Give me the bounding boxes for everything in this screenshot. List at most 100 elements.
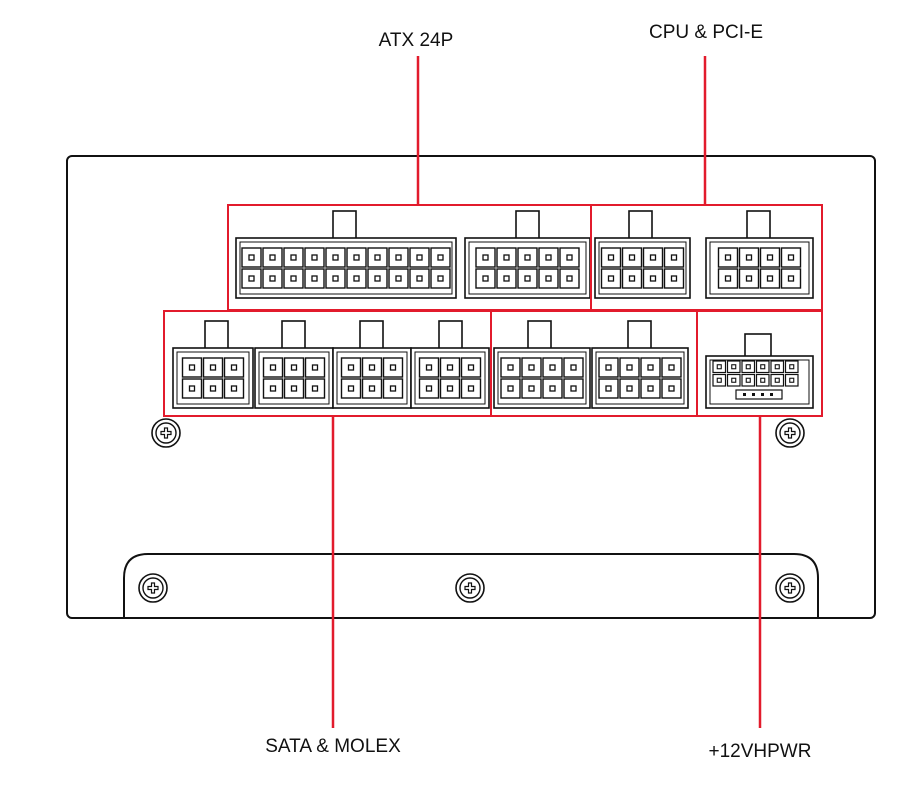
connector-body: [594, 237, 691, 299]
connector-body: [254, 347, 334, 409]
connector-latch: [628, 210, 653, 241]
pin-square: [416, 275, 423, 282]
pin-square: [269, 254, 276, 261]
connector-latch: [746, 210, 771, 241]
pin-square: [724, 275, 732, 282]
pin-square: [290, 385, 298, 392]
connector-body: [705, 237, 814, 299]
connector-latch: [627, 320, 652, 351]
pin-square: [716, 377, 722, 383]
pin-square: [425, 385, 433, 392]
pin-square: [774, 377, 780, 383]
pin-square: [528, 385, 535, 392]
connector-latch: [744, 333, 772, 359]
pin-square: [745, 364, 751, 370]
connector-latch: [359, 320, 384, 351]
connector-inner: [497, 351, 587, 405]
connector-group: [172, 210, 814, 409]
pin-square: [566, 254, 573, 261]
pin-square: [290, 254, 297, 261]
pin-square: [626, 364, 633, 371]
pin-square: [774, 364, 780, 370]
sense-pin: [770, 393, 773, 396]
pin-square: [745, 254, 753, 261]
pin-square: [628, 254, 636, 261]
pin-square: [230, 364, 238, 371]
pin-square: [649, 275, 657, 282]
pin-square: [566, 275, 573, 282]
pin-square: [724, 254, 732, 261]
pin-square: [745, 377, 751, 383]
pin-square: [605, 364, 612, 371]
pin-square: [248, 275, 255, 282]
pin-square: [347, 385, 355, 392]
connector-inner: [595, 351, 685, 405]
pin-square: [570, 385, 577, 392]
mounting-bracket: [123, 553, 819, 617]
sense-pin-block: [735, 389, 783, 400]
connector-body: [332, 347, 412, 409]
pin-square: [332, 254, 339, 261]
pin-square: [549, 364, 556, 371]
sata-molex-label: SATA & MOLEX: [265, 736, 401, 757]
connector-body: [410, 347, 490, 409]
sata-molex-socket-4: [410, 320, 490, 409]
connector-inner: [176, 351, 250, 405]
pin-square: [368, 385, 376, 392]
pin-square: [188, 385, 196, 392]
pcie-socket-3: [493, 320, 591, 409]
connector-latch: [438, 320, 463, 351]
pin-square: [668, 385, 675, 392]
pin-square: [347, 364, 355, 371]
connector-body: [464, 237, 591, 299]
pin-square: [269, 275, 276, 282]
cpu-pcie-label: CPU & PCI-E: [649, 22, 763, 43]
pin-square: [670, 254, 678, 261]
connector-latch: [527, 320, 552, 351]
sense-pin: [743, 393, 746, 396]
pin-square: [668, 364, 675, 371]
pin-square: [269, 385, 277, 392]
highlight-boxes: [163, 204, 823, 417]
pin-square: [188, 364, 196, 371]
connector-body: [235, 237, 457, 299]
pin-square: [716, 364, 722, 370]
pin-square: [332, 275, 339, 282]
connector-inner: [239, 241, 453, 295]
pin-square: [374, 275, 381, 282]
pin-square: [766, 275, 774, 282]
pin-square: [290, 275, 297, 282]
pin-square: [570, 364, 577, 371]
connector-body: [172, 347, 254, 409]
pin-square: [209, 385, 217, 392]
pin-square: [467, 385, 475, 392]
pin-square: [230, 385, 238, 392]
pin-square: [605, 385, 612, 392]
connector-inner: [709, 359, 810, 405]
pin-square: [647, 385, 654, 392]
pin-square: [507, 364, 514, 371]
pin-square: [766, 254, 774, 261]
pin-square: [503, 254, 510, 261]
sense-pin: [752, 393, 755, 396]
pin-square: [389, 364, 397, 371]
screw-icon: [455, 573, 485, 603]
sata-molex-socket-1: [172, 320, 254, 409]
pin-square: [446, 364, 454, 371]
connector-latch: [332, 210, 357, 241]
pin-square: [528, 364, 535, 371]
pin-square: [209, 364, 217, 371]
pin-square: [311, 254, 318, 261]
pin-square: [745, 275, 753, 282]
pin-square: [731, 364, 737, 370]
pin-square: [507, 385, 514, 392]
pin-square: [789, 377, 795, 383]
pin-square: [647, 364, 654, 371]
connector-inner: [598, 241, 687, 295]
screw-icon: [775, 573, 805, 603]
pin-square: [389, 385, 397, 392]
pin-square: [425, 364, 433, 371]
hpwr-label: +12VHPWR: [709, 741, 812, 762]
hpwr-socket: [705, 333, 814, 409]
